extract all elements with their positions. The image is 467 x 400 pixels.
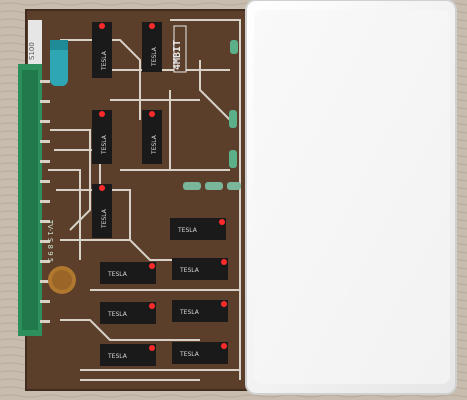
ic-chip: TESLA	[172, 258, 228, 280]
svg-text:TESLA: TESLA	[151, 134, 158, 155]
pcb-traces	[48, 19, 241, 381]
edge-connector	[18, 64, 50, 336]
svg-text:TESLA: TESLA	[107, 353, 128, 360]
label-tab: S100	[28, 20, 42, 64]
svg-text:TESLA: TESLA	[179, 351, 200, 358]
edge-label-text: TV-1 S 8 9 5	[46, 219, 54, 262]
svg-text:TESLA: TESLA	[107, 311, 128, 318]
svg-text:TESLA: TESLA	[101, 208, 108, 229]
svg-text:TESLA: TESLA	[107, 271, 128, 278]
ic-chip: TESLA	[100, 344, 156, 366]
svg-text:TESLA: TESLA	[151, 46, 158, 67]
ic-chip: TESLA	[172, 342, 228, 364]
svg-text:TESLA: TESLA	[179, 309, 200, 316]
ic-chip: TESLA	[172, 300, 228, 322]
label-tab-text: S100	[28, 42, 36, 60]
ic-chip: TESLA	[142, 22, 162, 72]
plastic-cover	[245, 0, 457, 395]
board-marking: 4MBIT	[172, 25, 187, 73]
ic-chip: TESLA	[92, 22, 112, 78]
ic-chip: TESLA	[100, 262, 156, 284]
silkscreen-text: 4MBIT	[172, 40, 183, 70]
ic-chip: TESLA	[142, 110, 162, 164]
ic-chip: TESLA	[100, 302, 156, 324]
ic-chip: TESLA	[92, 184, 112, 238]
ic-chip: TESLA	[170, 218, 226, 240]
svg-text:TESLA: TESLA	[101, 134, 108, 155]
svg-text:TESLA: TESLA	[177, 227, 198, 234]
electrolytic-capacitor	[50, 40, 68, 86]
svg-text:TESLA: TESLA	[101, 50, 108, 71]
resistors	[183, 40, 241, 190]
svg-text:TESLA: TESLA	[179, 267, 200, 274]
ic-chip: TESLA	[92, 110, 112, 164]
